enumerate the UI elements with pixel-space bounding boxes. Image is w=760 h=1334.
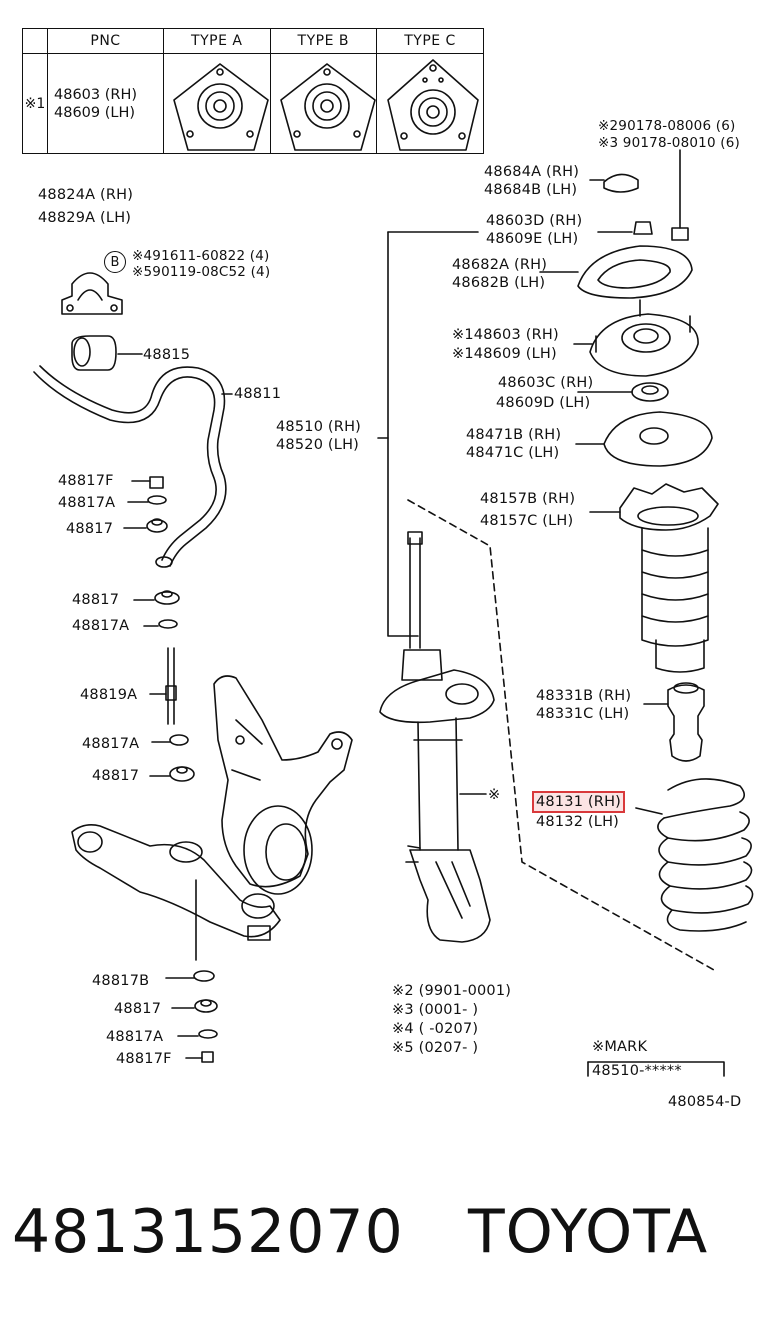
label-48331b: 48331B (RH) — [536, 688, 632, 704]
link-fasteners-upper — [123, 476, 180, 629]
label-48471b: 48471B (RH) — [466, 427, 562, 443]
label-48815: 48815 — [143, 347, 191, 363]
stabilizer-bar-drawing — [33, 365, 233, 568]
table-row-pnc: 48603 (RH) 48609 (LH) — [47, 53, 164, 154]
link-fasteners-lower — [165, 970, 218, 1063]
label-48603d: 48603D (RH) — [486, 213, 583, 229]
mark-bracket — [587, 1061, 725, 1077]
label-48817a-upper: 48817A — [58, 495, 116, 511]
spring-seat-48471-drawing — [575, 411, 713, 467]
label-48817b: 48817B — [92, 973, 150, 989]
bolt-90178-drawing — [597, 149, 689, 241]
label-48510: 48510 (RH) — [276, 419, 362, 435]
label-48817a-lower: 48817A — [82, 736, 140, 752]
label-91611-60822: ※491611-60822 (4) — [132, 248, 270, 264]
label-48471c: 48471C (LH) — [466, 445, 560, 461]
leader-48510-bracket — [387, 231, 419, 637]
brand-name: TOYOTA — [468, 1197, 709, 1267]
footer: 4813152070 TOYOTA — [0, 1190, 760, 1280]
label-90178-08010: ※3 90178-08010 (6) — [598, 135, 740, 151]
label-note-4: ※4 ( -0207) — [392, 1021, 479, 1037]
label-strut-mark: ※ — [488, 787, 501, 803]
label-48817-lower: 48817 — [92, 768, 140, 784]
label-48682b: 48682B (LH) — [452, 275, 546, 291]
knuckle-drawing — [213, 675, 353, 895]
label-48609e: 48609E (LH) — [486, 231, 579, 247]
b-badge: B — [104, 251, 126, 273]
label-mark-code: 48510-***** — [592, 1063, 682, 1079]
label-148609: ※148609 (LH) — [452, 346, 557, 362]
part-number: 4813152070 — [12, 1197, 404, 1267]
coil-spring-48131-drawing — [635, 778, 754, 932]
bearing-48603c-drawing — [577, 382, 669, 402]
label-note-2: ※2 (9901-0001) — [392, 983, 512, 999]
label-48609d: 48609D (LH) — [496, 395, 591, 411]
label-48811: 48811 — [234, 386, 282, 402]
cap-48684-drawing — [589, 173, 639, 193]
bumper-48331-drawing — [643, 682, 705, 762]
type-b-mount-icon — [280, 63, 376, 151]
label-48684a: 48684A (RH) — [484, 164, 580, 180]
label-48829a: 48829A (LH) — [38, 210, 132, 226]
label-48331c: 48331C (LH) — [536, 706, 630, 722]
label-48817-bottom: 48817 — [114, 1001, 162, 1017]
table-pnc-rh: 48603 (RH) — [54, 86, 138, 103]
label-48817a-bottom: 48817A — [106, 1029, 164, 1045]
stabilizer-bushing-drawing — [71, 335, 143, 371]
stabilizer-bracket-drawing — [61, 272, 123, 315]
label-48817f-upper: 48817F — [58, 473, 114, 489]
table-pnc-lh: 48609 (LH) — [54, 104, 136, 121]
label-48603c: 48603C (RH) — [498, 375, 594, 391]
type-a-mount-icon — [173, 63, 269, 151]
label-48682a: 48682A (RH) — [452, 257, 548, 273]
label-note-5: ※5 (0207- ) — [392, 1040, 479, 1056]
label-mark-title: ※MARK — [592, 1039, 648, 1055]
label-48132: 48132 (LH) — [536, 814, 620, 830]
label-48817f-bottom: 48817F — [116, 1051, 172, 1067]
stabilizer-link-drawing — [149, 647, 195, 782]
lower-arm-drawing — [71, 824, 281, 961]
boot-48157-drawing — [589, 483, 719, 673]
dashed-assembly-outline — [407, 499, 715, 971]
label-48817a-middle: 48817A — [72, 618, 130, 634]
label-48157b: 48157B (RH) — [480, 491, 576, 507]
mount-148603-drawing — [573, 299, 699, 377]
label-90119-08c52: ※590119-08C52 (4) — [132, 264, 271, 280]
label-48131-highlighted[interactable]: 48131 (RH) — [531, 791, 626, 813]
label-48817-upper: 48817 — [66, 521, 114, 537]
label-48817-middle: 48817 — [72, 592, 120, 608]
table-cell-type-b — [269, 53, 378, 154]
label-diagram-id: 480854-D — [668, 1094, 742, 1110]
label-48824a: 48824A (RH) — [38, 187, 134, 203]
type-c-mount-icon — [387, 59, 479, 151]
type-table: PNC TYPE A TYPE B TYPE C ※1 48603 (RH) 4… — [22, 28, 484, 154]
table-cell-type-a — [163, 53, 271, 154]
label-48157c: 48157C (LH) — [480, 513, 574, 529]
label-90178-08006: ※290178-08006 (6) — [598, 118, 736, 134]
label-148603: ※148603 (RH) — [452, 327, 559, 343]
label-note-3: ※3 (0001- ) — [392, 1002, 479, 1018]
label-48684b: 48684B (LH) — [484, 182, 578, 198]
label-48819a: 48819A — [80, 687, 138, 703]
label-48520: 48520 (LH) — [276, 437, 360, 453]
strut-drawing — [379, 531, 495, 943]
table-header-type-b: TYPE B — [269, 28, 378, 54]
insulator-48682-drawing — [539, 245, 693, 299]
